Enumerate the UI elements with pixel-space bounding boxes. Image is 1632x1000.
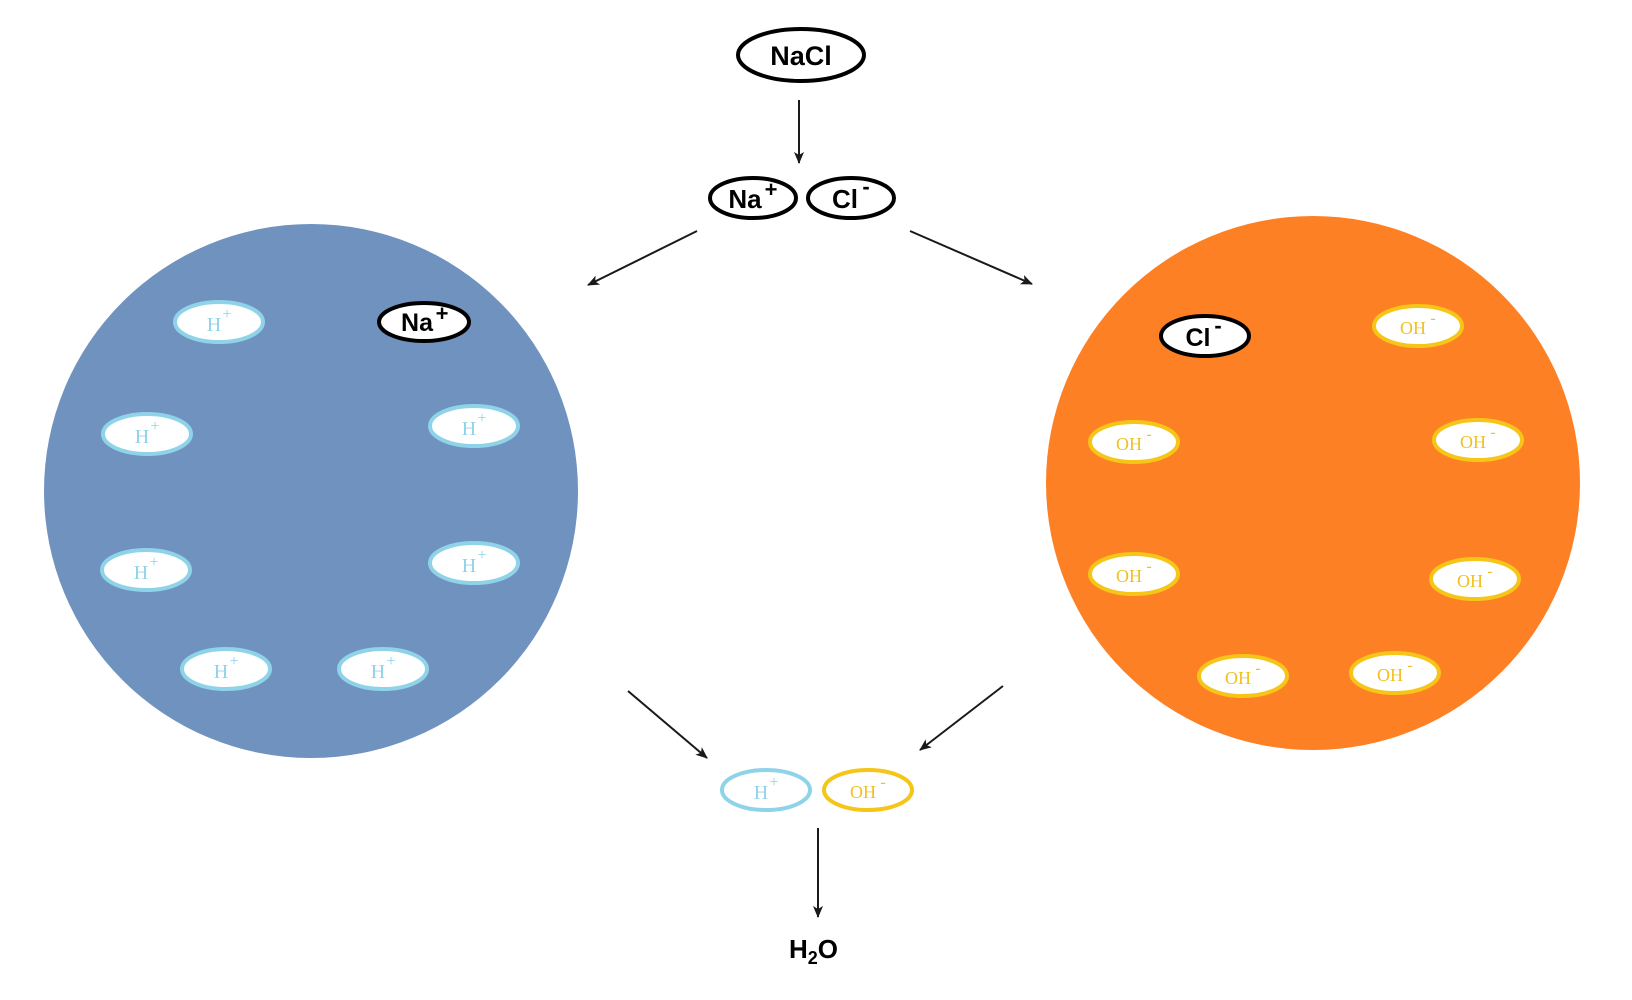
oh-ion: OH- <box>1088 420 1180 464</box>
h-ion-group: H+H+H+H+H+H+H+ <box>100 300 520 691</box>
oh-ion-group: OH-OH-OH-OH-OH-OH-OH- <box>1088 304 1524 698</box>
h-charge: + <box>477 547 486 564</box>
h-charge: + <box>477 410 486 427</box>
h-charge: + <box>229 653 238 670</box>
oh-ion: OH- <box>1088 552 1180 596</box>
h-label: H <box>462 555 476 577</box>
cl-charge: - <box>1214 313 1221 338</box>
oh-ion: OH- <box>1432 418 1524 462</box>
h-label: H <box>134 562 148 584</box>
h-ion-reacting: H + <box>720 768 812 812</box>
water-subscript: 2 <box>808 948 818 968</box>
acid-sphere-body <box>44 224 578 758</box>
oh-charge: - <box>880 774 885 791</box>
h-label: H <box>214 661 228 683</box>
h-charge: + <box>149 554 158 571</box>
na-charge: + <box>765 177 778 202</box>
h-label: H <box>207 314 221 336</box>
h-ion: H+ <box>101 412 193 456</box>
oh-charge: - <box>1430 310 1435 327</box>
arrow-icon <box>587 230 698 286</box>
cl-charge: - <box>862 174 869 199</box>
h-label: H <box>754 782 768 804</box>
arrows <box>587 100 1033 918</box>
h-label: H <box>371 661 385 683</box>
oh-ion: OH- <box>1372 304 1464 348</box>
h-ion: H+ <box>428 541 520 585</box>
nacl-molecule: NaCl <box>736 27 866 83</box>
nacl-label: NaCl <box>770 41 832 71</box>
h-ion: H+ <box>180 647 272 691</box>
cl-label: Cl <box>832 184 858 214</box>
cl-ion-in-base: Cl - <box>1159 313 1251 358</box>
base-sphere: OH-OH-OH-OH-OH-OH-OH- Cl - <box>1046 216 1580 750</box>
oh-ion-reacting: OH - <box>822 768 914 812</box>
oh-label: OH <box>1116 566 1142 586</box>
cl-label: Cl <box>1186 324 1211 352</box>
na-label: Na <box>401 309 434 337</box>
base-sphere-body <box>1046 216 1580 750</box>
h-ion: H+ <box>428 404 520 448</box>
h-charge: + <box>769 774 778 791</box>
h-ion: H+ <box>100 548 192 592</box>
oh-label: OH <box>1457 571 1483 591</box>
h-label: H <box>135 426 149 448</box>
na-label: Na <box>728 184 762 214</box>
h-label: H <box>462 418 476 440</box>
water-label: H2O <box>789 934 838 968</box>
water-o: O <box>818 934 838 964</box>
cl-ion-top: Cl - <box>806 174 896 220</box>
oh-charge: - <box>1490 424 1495 441</box>
water-h: H <box>789 934 808 964</box>
h-ion: H+ <box>173 300 265 344</box>
oh-label: OH <box>1460 432 1486 452</box>
h-charge: + <box>150 418 159 435</box>
na-ion-top: Na + <box>708 176 798 220</box>
oh-charge: - <box>1487 563 1492 580</box>
arrow-icon <box>627 690 708 759</box>
oh-label: OH <box>1225 668 1251 688</box>
h-ion: H+ <box>337 647 429 691</box>
oh-label: OH <box>1116 434 1142 454</box>
oh-label: OH <box>1400 318 1426 338</box>
oh-ion: OH- <box>1349 651 1441 695</box>
oh-charge: - <box>1407 657 1412 674</box>
oh-label: OH <box>850 782 876 802</box>
oh-label: OH <box>1377 665 1403 685</box>
arrow-icon <box>909 230 1033 285</box>
oh-ion: OH- <box>1429 557 1521 601</box>
h-charge: + <box>386 653 395 670</box>
oh-charge: - <box>1255 660 1260 677</box>
arrow-icon <box>919 685 1004 751</box>
oh-ion: OH- <box>1197 654 1289 698</box>
water-molecule: H2O <box>789 934 838 968</box>
na-charge: + <box>436 301 449 326</box>
h-charge: + <box>222 306 231 323</box>
na-ion-in-acid: Na + <box>377 301 471 343</box>
oh-charge: - <box>1146 426 1151 443</box>
oh-charge: - <box>1146 558 1151 575</box>
acid-sphere: H+H+H+H+H+H+H+ Na + <box>44 224 578 758</box>
